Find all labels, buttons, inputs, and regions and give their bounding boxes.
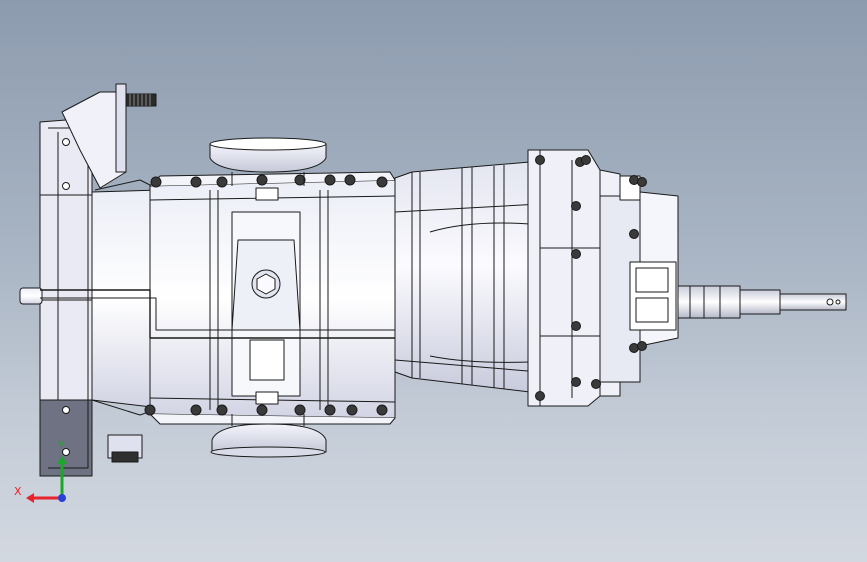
flange-bolts [535, 155, 647, 401]
triad-y-label: Y [58, 439, 65, 452]
rear-flange [527, 149, 679, 407]
main-gear-case [40, 171, 541, 425]
top-disc [209, 137, 327, 186]
tail-housing [394, 161, 541, 393]
bottom-disc [210, 414, 327, 458]
coordinate-triad [26, 456, 67, 503]
output-shaft [677, 285, 847, 319]
triad-x-label: X [14, 485, 22, 498]
case-bolts [144, 174, 388, 416]
